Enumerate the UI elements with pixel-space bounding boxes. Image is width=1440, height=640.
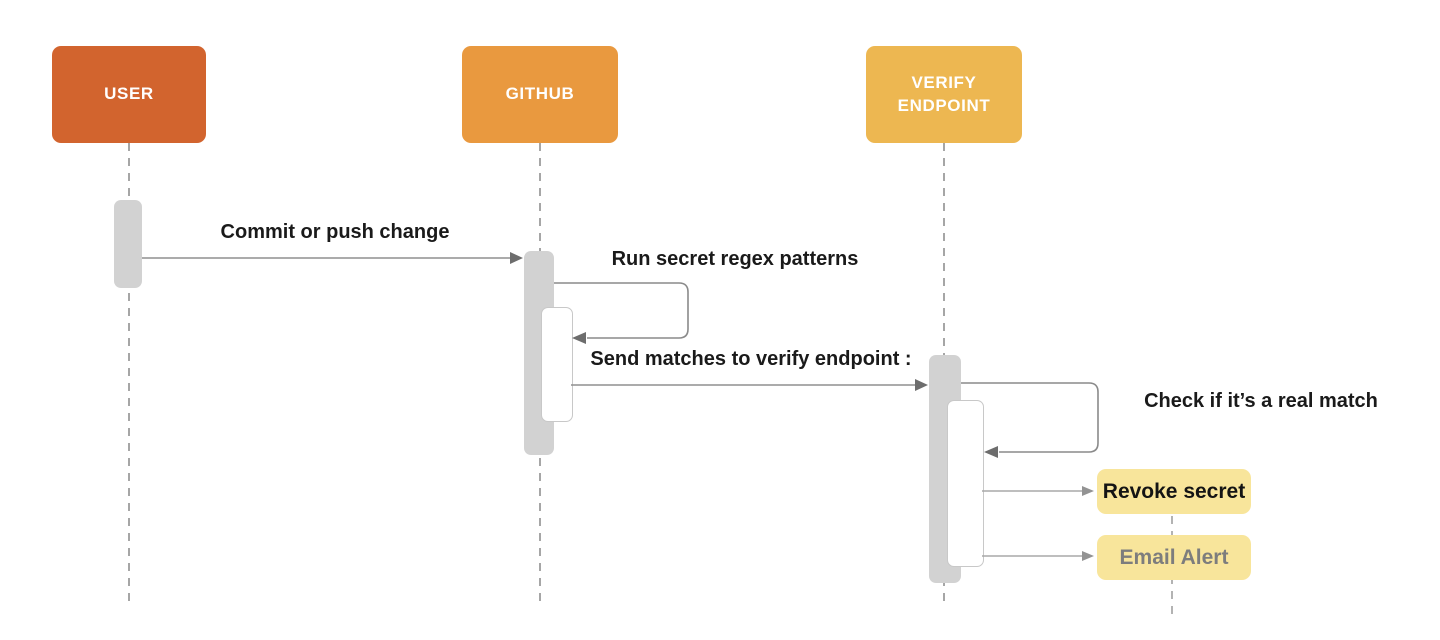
nested-activation-bar-verify-endpoint xyxy=(947,400,984,567)
activation-bar-user xyxy=(114,200,142,288)
message-label-send-matches-to-verify-endpoint: Send matches to verify endpoint : xyxy=(590,348,912,370)
node-label-email-alert: Email Alert xyxy=(1119,545,1229,569)
message-label-check-if-real-match: Check if it’s a real match xyxy=(1144,390,1378,412)
actor-label-verify-endpoint: VERIFY ENDPOINT xyxy=(897,72,991,115)
node-email-alert: Email Alert xyxy=(1097,535,1251,580)
message-label-run-secret-regex-patterns: Run secret regex patterns xyxy=(611,248,859,270)
self-loop-run-secret-regex-patterns xyxy=(554,282,689,344)
actor-box-verify-endpoint: VERIFY ENDPOINT xyxy=(866,46,1022,143)
arrowhead-icon xyxy=(510,252,523,264)
message-arrow-to-email-alert xyxy=(982,551,1094,561)
actor-box-user: USER xyxy=(52,46,206,143)
actor-box-github: GITHUB xyxy=(462,46,618,143)
message-arrow-to-revoke-secret xyxy=(982,486,1094,496)
arrowhead-icon xyxy=(1082,551,1094,561)
node-revoke-secret: Revoke secret xyxy=(1097,469,1251,514)
arrowhead-icon xyxy=(572,332,586,344)
message-label-commit-or-push-change: Commit or push change xyxy=(220,221,450,243)
actor-label-user: USER xyxy=(104,84,154,104)
arrowhead-icon xyxy=(915,379,928,391)
node-label-revoke-secret: Revoke secret xyxy=(1102,479,1246,503)
message-arrow-send-matches-to-verify-endpoint xyxy=(571,379,928,391)
actor-label-github: GITHUB xyxy=(505,84,575,104)
arrowhead-icon xyxy=(1082,486,1094,496)
message-arrow-commit-or-push-change xyxy=(142,252,523,264)
arrowhead-icon xyxy=(984,446,998,458)
